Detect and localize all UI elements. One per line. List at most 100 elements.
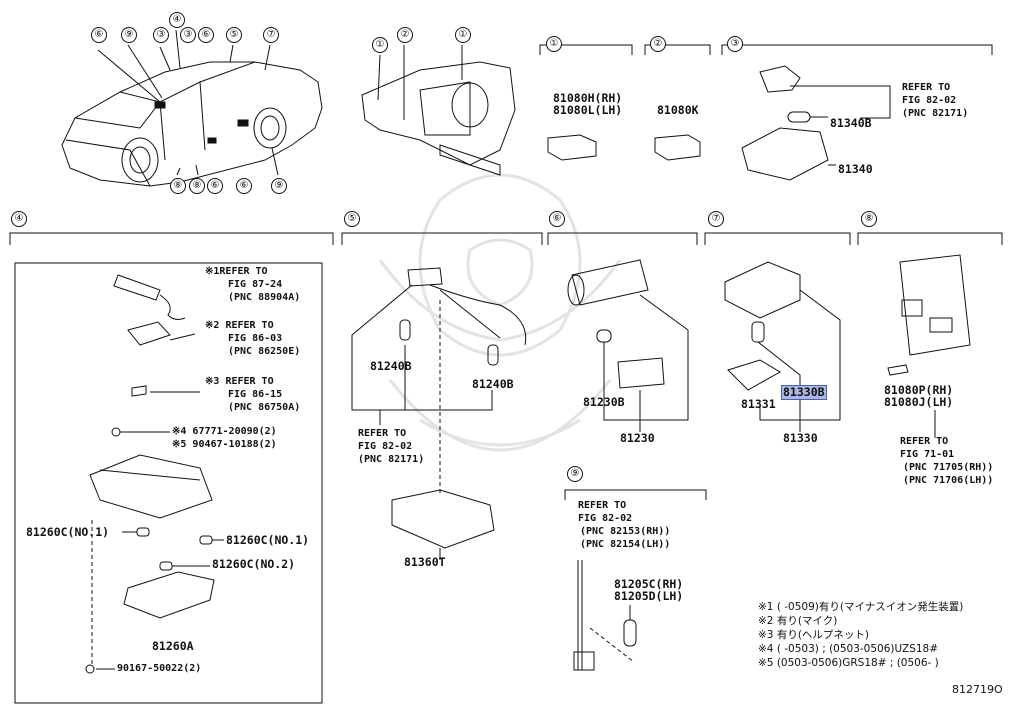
- socket-81340: [759, 65, 801, 93]
- socket-81360T: [407, 267, 443, 287]
- car-callout: ⑧: [189, 178, 205, 194]
- part-81230B-label[interactable]: 81230B: [583, 395, 625, 409]
- car-callout: ⑨: [121, 27, 137, 43]
- bracket-6: [547, 232, 698, 245]
- part-81260C-no2-label[interactable]: 81260C(NO.2): [212, 557, 296, 571]
- section-8-number: ⑧: [861, 211, 877, 227]
- bracket-9: [564, 489, 707, 500]
- bulb-81240B-left: [399, 319, 411, 341]
- part-81080K-label[interactable]: 81080K: [657, 103, 699, 117]
- pnc-ref: (PNC 71706(LH)): [903, 475, 994, 486]
- frame-4: [14, 262, 323, 704]
- section-6-number: ⑥: [549, 211, 565, 227]
- footnote-2: ※2 有り(マイク): [758, 615, 838, 627]
- part-81240B-left-label[interactable]: 81240B: [370, 359, 412, 373]
- car-callout: ⑥: [207, 178, 223, 194]
- part-90167-label[interactable]: 90167-50022(2): [117, 663, 202, 674]
- dash-callout: ①: [372, 37, 388, 53]
- note-mark-2: ※2 REFER TO: [205, 320, 274, 331]
- part-81260C-no1-left-label[interactable]: 81260C(NO.1): [26, 525, 110, 539]
- car-drawing: [61, 29, 323, 187]
- module-88904A: [113, 274, 161, 301]
- refer-label: REFER TO: [900, 436, 949, 447]
- lamp-81230: [571, 259, 649, 306]
- pnc-ref: (PNC 86750A): [228, 402, 301, 413]
- part-81330-label[interactable]: 81330: [783, 431, 818, 445]
- bulb-81260C-no2: [159, 561, 173, 571]
- bulb-81205C: [623, 619, 637, 647]
- part-81260A-label[interactable]: 81260A: [152, 639, 194, 653]
- pnc-ref: (PNC 82171): [902, 108, 969, 119]
- footnote-4: ※4 ( -0503) ; (0503-0506)UZS18#: [758, 643, 939, 655]
- fig-ref-link[interactable]: FIG 82-02: [358, 441, 413, 452]
- bracket-4: [9, 232, 334, 245]
- mic-86250E: [127, 321, 171, 346]
- refer-label: REFER TO: [358, 428, 407, 439]
- visor-81080P: [899, 254, 971, 356]
- part-81230-label[interactable]: 81230: [620, 431, 655, 445]
- part-81330B-label-highlighted[interactable]: 81330B: [781, 385, 827, 400]
- car-callout: ⑧: [170, 178, 186, 194]
- watermark-crest: [378, 173, 622, 452]
- dash-callout: ②: [397, 27, 413, 43]
- part-81340B-label[interactable]: 81340B: [830, 116, 872, 130]
- harness-81205C: [577, 560, 583, 670]
- bracket-7: [704, 232, 851, 245]
- footnote-5: ※5 (0503-0506)GRS18# ; (0506- ): [758, 657, 939, 669]
- part-81360T-label[interactable]: 81360T: [404, 555, 446, 569]
- part-81340-label[interactable]: 81340: [838, 162, 873, 176]
- bulb-81230B: [596, 329, 612, 343]
- bulb-81260C-right: [199, 535, 213, 545]
- section-2-number: ②: [650, 36, 666, 52]
- car-callout: ⑦: [263, 27, 279, 43]
- console-81260A-base: [89, 454, 213, 519]
- dash-callout: ①: [455, 27, 471, 43]
- part-81240B-right-label[interactable]: 81240B: [472, 377, 514, 391]
- note-mark-1: ※1REFER TO: [205, 266, 268, 277]
- part-81205C-label[interactable]: 81205C(RH): [614, 577, 684, 591]
- bulb-81260C-left: [136, 527, 150, 537]
- pnc-ref: (PNC 82154(LH)): [580, 539, 671, 550]
- fig-ref-link[interactable]: FIG 71-01: [900, 449, 955, 460]
- section-7-number: ⑦: [708, 211, 724, 227]
- car-callout: ⑥: [236, 178, 252, 194]
- part-81080J-label[interactable]: 81080J(LH): [884, 395, 954, 409]
- part-67771-label[interactable]: ※4 67771-20090(2): [172, 426, 277, 437]
- bracket-3: [721, 44, 993, 55]
- part-81260C-no1-right-label[interactable]: 81260C(NO.1): [226, 533, 310, 547]
- fig-ref-link[interactable]: FIG 82-02: [578, 513, 633, 524]
- part-90467-label[interactable]: ※5 90467-10188(2): [172, 439, 277, 450]
- car-callout: ③: [153, 27, 169, 43]
- part-81080H-label[interactable]: 81080H(RH): [553, 91, 623, 105]
- lamp-81360T: [391, 489, 495, 549]
- lamp-81340: [741, 127, 829, 181]
- footnote-3: ※3 有り(ヘルプネット): [758, 629, 870, 641]
- switch-86750A: [131, 385, 147, 397]
- lens-81331: [727, 359, 781, 391]
- car-callout: ⑤: [226, 27, 242, 43]
- lamp-81080K: [654, 134, 701, 161]
- part-81080P-label[interactable]: 81080P(RH): [884, 383, 954, 397]
- fig-ref-link[interactable]: FIG 86-03: [228, 333, 283, 344]
- fig-ref-link[interactable]: FIG 82-02: [902, 95, 957, 106]
- fig-ref-link[interactable]: FIG 86-15: [228, 389, 283, 400]
- pnc-ref: (PNC 82153(RH)): [580, 526, 671, 537]
- bracket-5: [341, 232, 543, 245]
- section-1-number: ①: [546, 36, 562, 52]
- part-81331-label[interactable]: 81331: [741, 397, 776, 411]
- connector-81205C: [573, 651, 595, 671]
- bulb-81240B-right: [487, 344, 499, 366]
- section-4-number: ④: [11, 211, 27, 227]
- pnc-ref: (PNC 86250E): [228, 346, 301, 357]
- fig-ref-link[interactable]: FIG 87-24: [228, 279, 283, 290]
- part-81080L-label[interactable]: 81080L(LH): [553, 103, 623, 117]
- lens-81260A: [123, 571, 215, 619]
- pnc-ref: (PNC 71705(RH)): [903, 462, 994, 473]
- clip-67771: [111, 427, 121, 437]
- car-callout: ④: [169, 12, 185, 28]
- section-5-number: ⑤: [344, 211, 360, 227]
- part-81205D-label[interactable]: 81205D(LH): [614, 589, 684, 603]
- refer-label: REFER TO: [902, 82, 951, 93]
